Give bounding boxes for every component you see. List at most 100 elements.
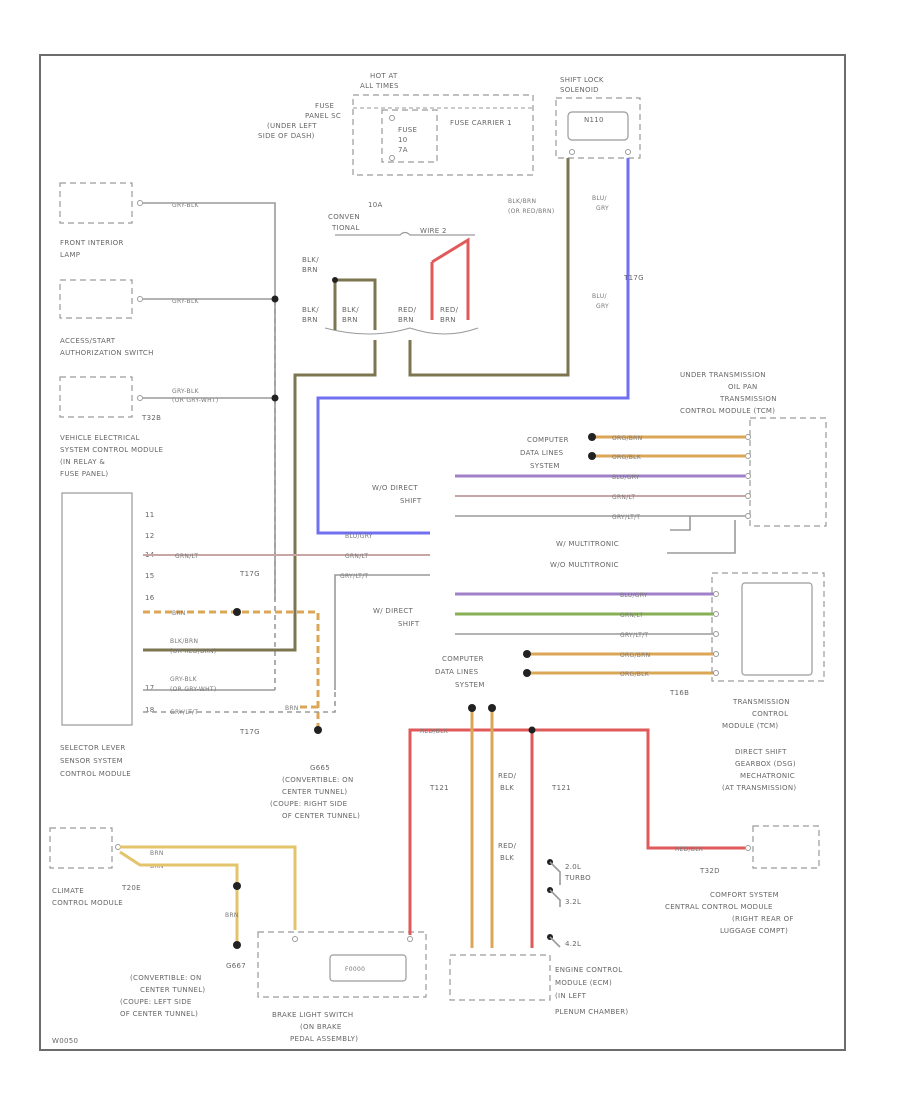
climate-box	[49, 827, 113, 869]
selector-pin-18: 18	[145, 706, 155, 714]
computer-data-1-label-2: DATA LINES	[520, 449, 564, 457]
selector-wire-gry-blk: GRY-BLK	[170, 676, 198, 683]
selector-label-2: SENSOR SYSTEM	[60, 757, 123, 765]
corner-code: W0050	[52, 1037, 78, 1045]
dsg-sub-1: DIRECT SHIFT	[735, 748, 787, 756]
ecm-variants: 2.0L TURBO 3.2L 4.2L	[547, 859, 591, 948]
under-trans-box	[749, 417, 827, 527]
fuse-label: FUSE	[398, 126, 417, 134]
wire-splice-red	[430, 237, 470, 320]
ecm-label-3: (IN LEFT	[555, 992, 587, 1000]
direct-shift-gearbox: T16B TRANSMISSION CONTROL MODULE (TCM) D…	[669, 572, 825, 792]
conv-label: CONVEN	[328, 213, 360, 221]
shift-lock-solenoid: SHIFT LOCK SOLENOID N110	[555, 76, 641, 159]
wire-red-comfort	[408, 728, 745, 935]
selector-wire-blk-brn-alt: (OR RED/BRN)	[170, 648, 216, 655]
under-trans-label-1: UNDER TRANSMISSION	[680, 371, 766, 379]
climate-connector: T20E	[121, 884, 141, 892]
comfort-label-2: CENTRAL CONTROL MODULE	[665, 903, 773, 911]
vehicle-electrical-label-3: (IN RELAY &	[60, 458, 105, 466]
blu-gry-top-2: GRY	[596, 205, 609, 212]
comfort-wire: RED/BLK	[675, 846, 704, 853]
splice-red-2: RED/	[440, 306, 459, 314]
dsg-outer-box	[711, 572, 825, 682]
ground-g665-label-4: OF CENTER TUNNEL)	[282, 812, 360, 820]
fuse-number: 10	[398, 136, 408, 144]
computer-data-lines-1: COMPUTER DATA LINES SYSTEM	[520, 436, 569, 470]
wire-olive-left	[143, 340, 377, 652]
selector-label-3: CONTROL MODULE	[60, 770, 131, 778]
tcm-wire-upper-2: ORG/BLK	[612, 454, 642, 461]
front-interior-lamp-wire-label: GRY-BLK	[172, 202, 200, 209]
comfort-label-1: COMFORT SYSTEM	[710, 891, 779, 899]
splice-blk-1: BLK/	[302, 256, 319, 264]
selector-wire-grn-2: GRN/LT	[345, 553, 368, 560]
engine-control-module: ENGINE CONTROL MODULE (ECM) (IN LEFT PLE…	[449, 954, 628, 1016]
ecm-red-1b: BLK	[500, 784, 514, 792]
multitronic-label-2: W/O MULTITRONIC	[550, 561, 619, 569]
vehicle-electrical-label-1: VEHICLE ELECTRICAL	[60, 434, 140, 442]
comfort-label-4: LUGGAGE COMPT)	[720, 927, 788, 935]
shift-lock-label-2: SOLENOID	[560, 86, 599, 94]
fuse-panel-label-2: PANEL SC	[305, 112, 341, 120]
vehicle-electrical-wire-2: (OR GRY-WHT)	[172, 397, 219, 404]
splice-blk-3: BLK/	[342, 306, 359, 314]
ground-g667: BRN G667 (CONVERTIBLE: ON CENTER TUNNEL)…	[120, 912, 246, 1018]
fuse-panel-label-1: FUSE	[315, 102, 334, 110]
selector-wire-gry-blk-alt: (OR GRY-WHT)	[170, 686, 217, 693]
computer-data-1-label-1: COMPUTER	[527, 436, 569, 444]
selector-pin-15: 15	[145, 572, 155, 580]
wire-selector-brn	[143, 610, 320, 730]
w-direct-shift-label-1: W/ DIRECT	[373, 607, 414, 615]
splice-red-1b: BRN	[398, 316, 414, 324]
selector-lever-box	[61, 492, 133, 726]
blk-brn-top-2: (OR RED/BRN)	[508, 208, 554, 215]
selector-wire-gry: GRY/LT/T	[340, 573, 368, 580]
ecm-variant-1: 2.0L	[565, 863, 581, 871]
conv-amp-label: 10A	[368, 201, 383, 209]
selector-wire-gry-lt: GRY/LT/T	[170, 709, 198, 716]
multitronic-label-1: W/ MULTITRONIC	[556, 540, 619, 548]
vehicle-electrical-connector: T32B	[141, 414, 161, 422]
computer-data-1-label-3: SYSTEM	[530, 462, 560, 470]
shift-lock-code: N110	[584, 116, 604, 124]
wire-selector-18	[143, 690, 336, 713]
computer-data-lines-2: COMPUTER DATA LINES SYSTEM	[435, 655, 484, 689]
ecm-red-2: RED/	[498, 842, 517, 850]
brake-light-switch: F0000 BRAKE LIGHT SWITCH (ON BRAKE PEDAL…	[257, 931, 427, 1043]
tcm-wire-upper-3: BLU/GRY	[612, 474, 640, 481]
front-interior-lamp-box	[59, 182, 133, 224]
dsg-label-2: CONTROL	[752, 710, 788, 718]
selector-connector: T17G	[239, 570, 260, 578]
tcm-wire-lower-3: GRY/LT/T	[620, 632, 648, 639]
vehicle-electrical-label-2: SYSTEM CONTROL MODULE	[60, 446, 163, 454]
fuse-carrier-box	[381, 109, 438, 163]
splice-red-1: RED/	[398, 306, 417, 314]
ecm-variant-2: TURBO	[564, 874, 591, 882]
comfort-system: RED/BLK T32D COMFORT SYSTEM CENTRAL CONT…	[665, 825, 820, 935]
wire-climate-2	[119, 850, 239, 945]
shift-lock-box	[555, 97, 641, 159]
fuse-panel: HOT AT ALL TIMES FUSE PANEL SC (UNDER LE…	[258, 72, 534, 176]
vehicle-electrical-wire-1: GRY-BLK	[172, 388, 200, 395]
wire-front-lamp	[143, 202, 276, 600]
blu-gry-top-4: GRY	[596, 303, 609, 310]
vehicle-electrical-label-4: FUSE PANEL)	[60, 470, 108, 478]
wire-blue-shiftlock	[316, 158, 630, 535]
fuse-panel-label-3: (UNDER LEFT	[267, 122, 317, 130]
under-trans-label-4: CONTROL MODULE (TCM)	[680, 407, 775, 415]
blk-brn-top-1: BLK/BRN	[508, 198, 536, 205]
brake-switch-label-1: BRAKE LIGHT SWITCH	[272, 1011, 353, 1019]
fuse-panel-box	[352, 94, 534, 176]
comfort-label-3: (RIGHT REAR OF	[732, 915, 794, 923]
selector-pin-12: 12	[145, 532, 155, 540]
ecm-label-4: PLENUM CHAMBER)	[555, 1008, 628, 1016]
access-switch-label-1: ACCESS/START	[60, 337, 116, 345]
tcm-wire-lower-1: BLU/GRY	[620, 592, 648, 599]
front-interior-lamp-label-2: LAMP	[60, 251, 80, 259]
engine-conn-b: T121	[551, 784, 571, 792]
ground-g667-label-1: (CONVERTIBLE: ON	[130, 974, 202, 982]
computer-data-2-label-2: DATA LINES	[435, 668, 479, 676]
hot-sub-label: ALL TIMES	[360, 82, 399, 90]
climate-label-2: CONTROL MODULE	[52, 899, 123, 907]
